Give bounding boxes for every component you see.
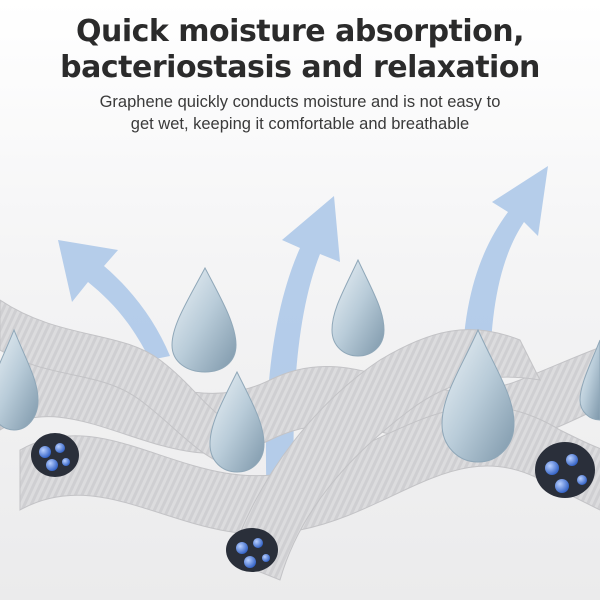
fiber-end-center	[226, 528, 278, 572]
headline-line-1: Quick moisture absorption,	[75, 14, 525, 49]
arrow-up-icon	[462, 166, 548, 380]
arrow-up-icon	[265, 196, 340, 520]
water-drop-icon	[209, 370, 265, 473]
arrow-up-icon	[58, 240, 170, 360]
headline: Quick moisture absorption, bacteriostasi…	[0, 14, 600, 86]
headline-line-2: bacteriostasis and relaxation	[60, 50, 540, 85]
description: Graphene quickly conducts moisture and i…	[40, 91, 560, 135]
molecule-icon	[545, 454, 587, 493]
molecule-icon	[236, 538, 270, 568]
water-drop-icon	[579, 339, 600, 421]
fiber-strand-icon	[229, 329, 541, 581]
water-drop-icon	[331, 258, 385, 357]
water-drop-icon	[171, 266, 237, 373]
molecule-icon	[39, 443, 70, 471]
water-drop-icon	[441, 328, 515, 463]
fiber-end-right	[535, 442, 595, 498]
fiber-end-left	[31, 433, 79, 477]
description-line-2: get wet, keeping it comfortable and brea…	[130, 115, 470, 133]
description-line-1: Graphene quickly conducts moisture and i…	[99, 93, 501, 111]
water-drop-icon	[0, 328, 39, 431]
